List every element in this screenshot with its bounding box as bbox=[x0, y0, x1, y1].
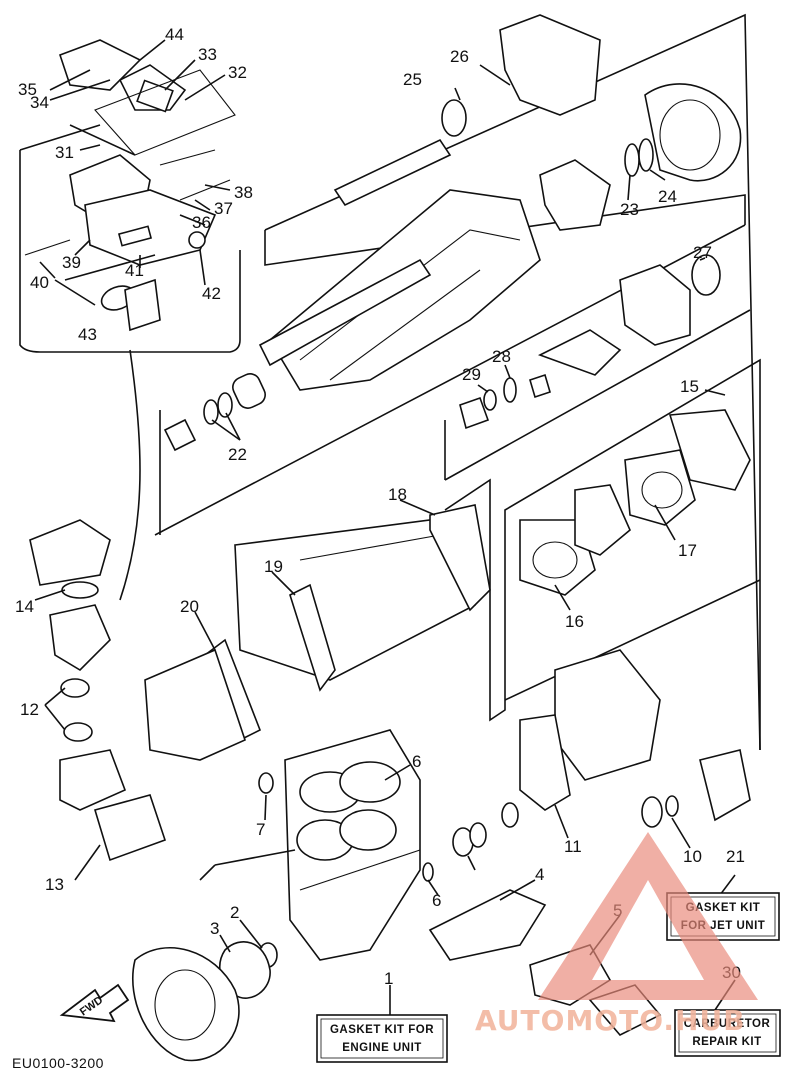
part-label: 37 bbox=[214, 199, 233, 218]
watermark-text: AUTOMOTO.HUB bbox=[475, 1004, 746, 1037]
part-label: 20 bbox=[180, 597, 199, 616]
part-label: 28 bbox=[492, 347, 511, 366]
part-label: 13 bbox=[45, 875, 64, 894]
watermark: AUTOMOTO.HUB bbox=[475, 832, 758, 1037]
part-label: 38 bbox=[234, 183, 253, 202]
kit-label-line: GASKET KIT FOR bbox=[330, 1024, 434, 1036]
kit-box-carburetor: CARBURETOR REPAIR KIT bbox=[674, 1009, 781, 1057]
part-label: 6 bbox=[432, 891, 441, 910]
part-label: 35 bbox=[18, 80, 37, 99]
part-label: 34 bbox=[30, 93, 49, 112]
part-label: 32 bbox=[228, 63, 247, 82]
part-label: 1 bbox=[384, 969, 393, 988]
part-label: 25 bbox=[403, 70, 422, 89]
part-label: 11 bbox=[564, 837, 582, 856]
part-label: 33 bbox=[198, 45, 217, 64]
part-label: 12 bbox=[20, 700, 39, 719]
carburetor-group bbox=[19, 39, 241, 601]
part-label: 4 bbox=[535, 865, 544, 884]
kit-label-line: REPAIR KIT bbox=[692, 1036, 761, 1048]
part-label: 39 bbox=[62, 253, 81, 272]
kit-box-engine-unit: GASKET KIT FOR ENGINE UNIT bbox=[316, 1014, 448, 1063]
part-label: 22 bbox=[228, 445, 247, 464]
part-label: 41 bbox=[125, 261, 144, 280]
part-label: 23 bbox=[620, 200, 639, 219]
kit-label-line: CARBURETOR bbox=[684, 1018, 771, 1030]
part-label: 18 bbox=[388, 485, 407, 504]
part-label: 19 bbox=[264, 557, 283, 576]
part-label: 31 bbox=[55, 143, 74, 162]
part-label: 17 bbox=[678, 541, 697, 560]
part-label: 27 bbox=[693, 243, 712, 262]
figure-code: EU0100-3200 bbox=[12, 1055, 104, 1071]
part-label: 10 bbox=[683, 847, 702, 866]
part-label: 15 bbox=[680, 377, 699, 396]
part-label: 29 bbox=[462, 365, 481, 384]
part-label: 42 bbox=[202, 284, 221, 303]
part-label: 43 bbox=[78, 325, 97, 344]
part-label: 21 bbox=[726, 847, 745, 866]
part-label: 16 bbox=[565, 612, 584, 631]
part-number-labels: 1 2 3 4 5 6 6 7 10 11 12 13 14 15 16 17 … bbox=[15, 25, 745, 988]
part-label: 2 bbox=[230, 903, 239, 922]
part-label: 36 bbox=[192, 213, 211, 232]
part-label: 14 bbox=[15, 597, 34, 616]
engine-group bbox=[29, 358, 761, 1062]
jet-pump-group bbox=[154, 13, 761, 751]
part-label: 3 bbox=[210, 919, 219, 938]
kit-label-line: GASKET KIT bbox=[686, 902, 761, 914]
part-label: 7 bbox=[256, 820, 265, 839]
fwd-arrow: FWD bbox=[59, 983, 130, 1023]
part-label: 24 bbox=[658, 187, 677, 206]
kit-label-line: ENGINE UNIT bbox=[342, 1042, 422, 1054]
watermark-logo-icon bbox=[538, 832, 758, 1000]
part-label: 44 bbox=[165, 25, 184, 44]
part-label: 6 bbox=[412, 752, 421, 771]
part-label: 26 bbox=[450, 47, 469, 66]
part-label: 40 bbox=[30, 273, 49, 292]
